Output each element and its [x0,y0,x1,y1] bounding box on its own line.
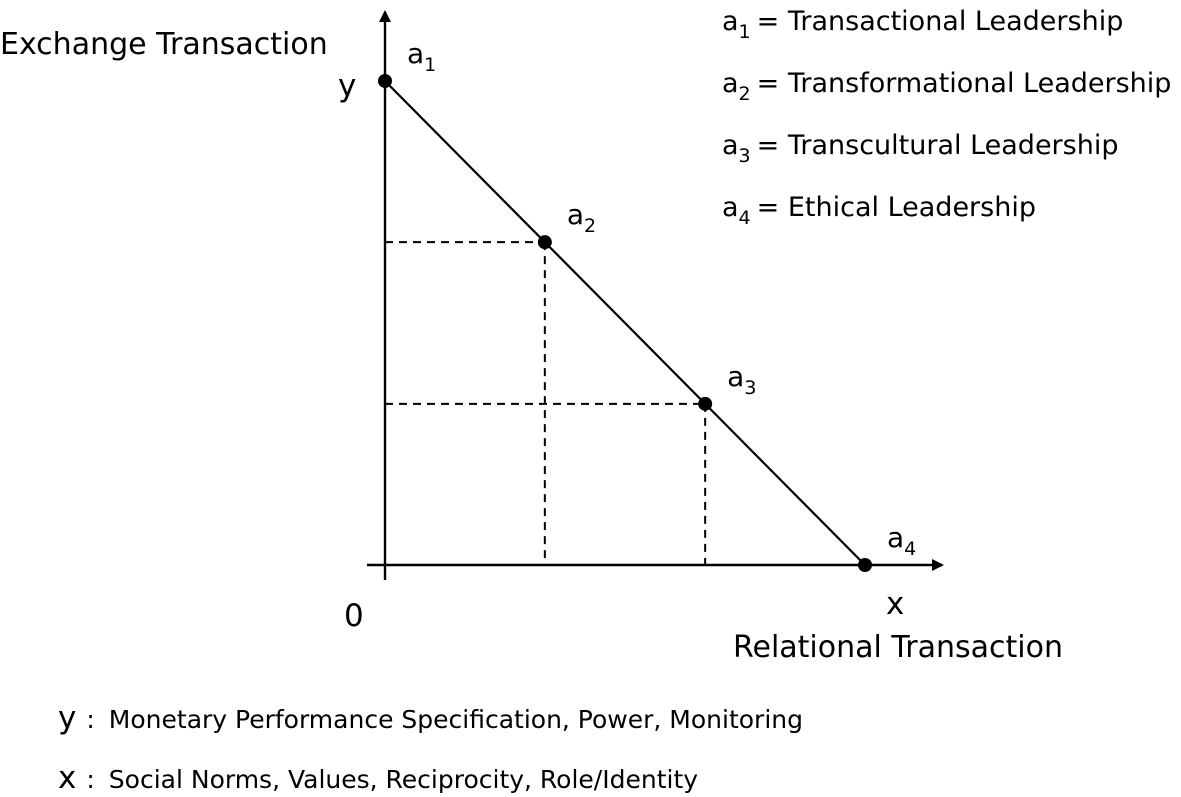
legend-text: = Transcultural Leadership [757,130,1119,161]
legend-letter: a [722,192,739,223]
legend-text: = Transactional Leadership [757,6,1124,37]
point-label-letter: a [727,360,744,393]
point-label-letter: a [567,198,584,231]
legend-letter: a [722,130,739,161]
y-axis-variable: y [338,68,356,104]
legend-entry-a2: a2 = Transformational Leadership [722,68,1171,105]
point-label-a1: a1 [407,37,436,76]
point-label-a2: a2 [567,198,596,237]
y-axis-title: Exchange Transaction [0,27,328,62]
legend-letter: a [722,68,739,99]
point-label-letter: a [887,521,904,554]
x-axis-title: Relational Transaction [733,630,1063,665]
point-a4 [858,558,872,572]
legend-subscript: 4 [739,207,751,229]
definition-y: y: Monetary Performance Specification, Po… [58,700,803,736]
legend-subscript: 2 [739,83,751,105]
legend-subscript: 1 [739,21,751,43]
point-a1 [378,74,392,88]
leadership-continuum-line [384,80,866,566]
dashed-guides [385,241,707,565]
point-a3 [698,396,713,411]
point-label-subscript: 2 [584,215,596,237]
definitions: y: Monetary Performance Specification, Po… [58,700,803,796]
x-axis-variable: x [886,586,904,622]
definition-var: y [58,700,76,736]
point-a2 [537,235,552,250]
origin-label: 0 [344,598,364,634]
legend-letter: a [722,6,739,37]
legend-entry-a1: a1 = Transactional Leadership [722,6,1123,43]
definition-text: Monetary Performance Specification, Powe… [109,705,803,734]
point-label-subscript: 4 [904,538,916,560]
legend-text: = Ethical Leadership [757,192,1036,223]
definition-sep: : [86,765,94,794]
legend-subscript: 3 [739,145,751,167]
point-label-a3: a3 [727,360,756,399]
definition-x: x: Social Norms, Values, Reciprocity, Rol… [58,760,698,796]
point-label-subscript: 3 [744,377,756,399]
point-label-subscript: 1 [424,54,436,76]
point-label-a4: a4 [887,521,916,560]
definition-var: x [58,760,76,796]
legend: a1= Transactional Leadership a2= Transfo… [722,6,1171,229]
legend-entry-a3: a3 = Transcultural Leadership [722,130,1118,167]
legend-text: = Transformational Leadership [757,68,1172,99]
definition-sep: : [86,705,94,734]
point-label-letter: a [407,37,424,70]
legend-entry-a4: a4 = Ethical Leadership [722,192,1036,229]
definition-text: Social Norms, Values, Reciprocity, Role/… [109,765,698,794]
